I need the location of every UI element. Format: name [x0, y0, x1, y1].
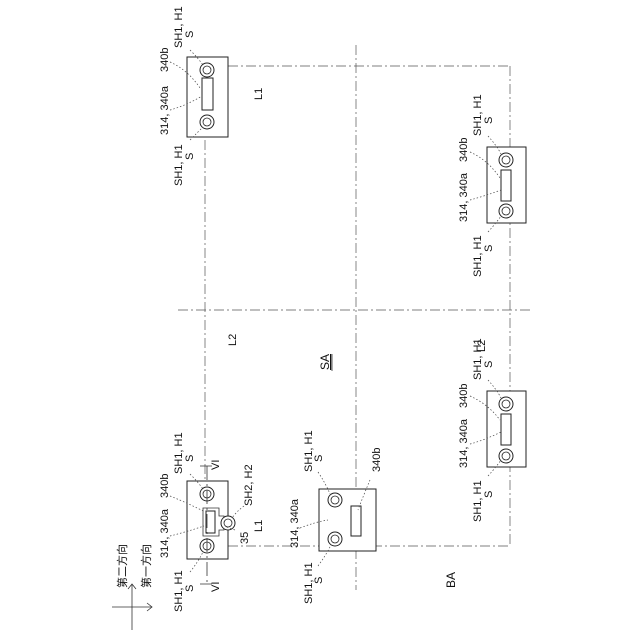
label-s: S	[483, 491, 495, 498]
label-l2-right: L2	[476, 340, 488, 352]
label-s: S	[184, 31, 196, 38]
bracket-unit-top-left	[170, 50, 228, 140]
label-314-340a: 314, 340a	[458, 172, 470, 222]
label-s: S	[483, 117, 495, 124]
screw-icon	[200, 63, 214, 77]
label-vi-bottom: VI	[210, 582, 222, 592]
label-s: S	[184, 585, 196, 592]
label-314-340a: 314, 340a	[289, 498, 301, 548]
screw-icon	[499, 449, 513, 463]
label-340b: 340b	[458, 138, 470, 162]
screw-icon	[499, 153, 513, 167]
leader-line	[232, 506, 244, 518]
label-sh1h1: SH1, H1	[472, 480, 484, 522]
label-l1-bottom: L1	[253, 520, 265, 532]
label-l1-top: L1	[253, 88, 265, 100]
label-vi-top: VI	[210, 460, 222, 470]
screw-icon	[200, 115, 214, 129]
label-first-direction: 第一方向	[139, 544, 153, 588]
label-sh1h1: SH1, H1	[303, 430, 315, 472]
label-340b: 340b	[371, 448, 383, 472]
label-second-direction: 第二方向	[115, 544, 129, 588]
bracket-unit-bottom-left	[170, 466, 244, 584]
screw-icon	[499, 397, 513, 411]
label-314-340a: 314, 340a	[159, 508, 171, 558]
slot	[501, 414, 511, 445]
label-sh1h1: SH1, H1	[173, 144, 185, 186]
direction-indicator	[112, 584, 152, 630]
screw-icon	[328, 493, 342, 507]
slot	[202, 78, 213, 110]
label-s: S	[184, 153, 196, 160]
bracket-unit-right-lower	[470, 380, 526, 476]
label-s: S	[483, 245, 495, 252]
bracket-unit-right-upper	[470, 136, 526, 232]
label-314-340a: 314, 340a	[458, 418, 470, 468]
label-sh1h1: SH1, H1	[472, 235, 484, 277]
label-sa: SA	[318, 354, 332, 370]
slot	[351, 506, 361, 536]
screw-icon	[328, 532, 342, 546]
label-ba: BA	[444, 572, 458, 588]
label-340b: 340b	[458, 384, 470, 408]
label-sh1h1: SH1, H1	[173, 432, 185, 474]
label-s: S	[313, 455, 325, 462]
label-l2-left: L2	[227, 334, 239, 346]
label-35: 35	[239, 532, 251, 544]
label-sh1h1: SH1, H1	[173, 6, 185, 48]
screw-icon	[499, 204, 513, 218]
label-340b: 340b	[159, 48, 171, 72]
label-s: S	[313, 577, 325, 584]
label-340b: 340b	[159, 474, 171, 498]
slot	[501, 170, 511, 201]
label-s: S	[184, 455, 196, 462]
label-314-340a: 314, 340a	[159, 85, 171, 135]
label-sh1h1: SH1, H1	[472, 94, 484, 136]
label-sh2h2: SH2, H2	[243, 464, 255, 506]
label-s: S	[483, 361, 495, 368]
bracket-unit-center	[300, 472, 376, 566]
